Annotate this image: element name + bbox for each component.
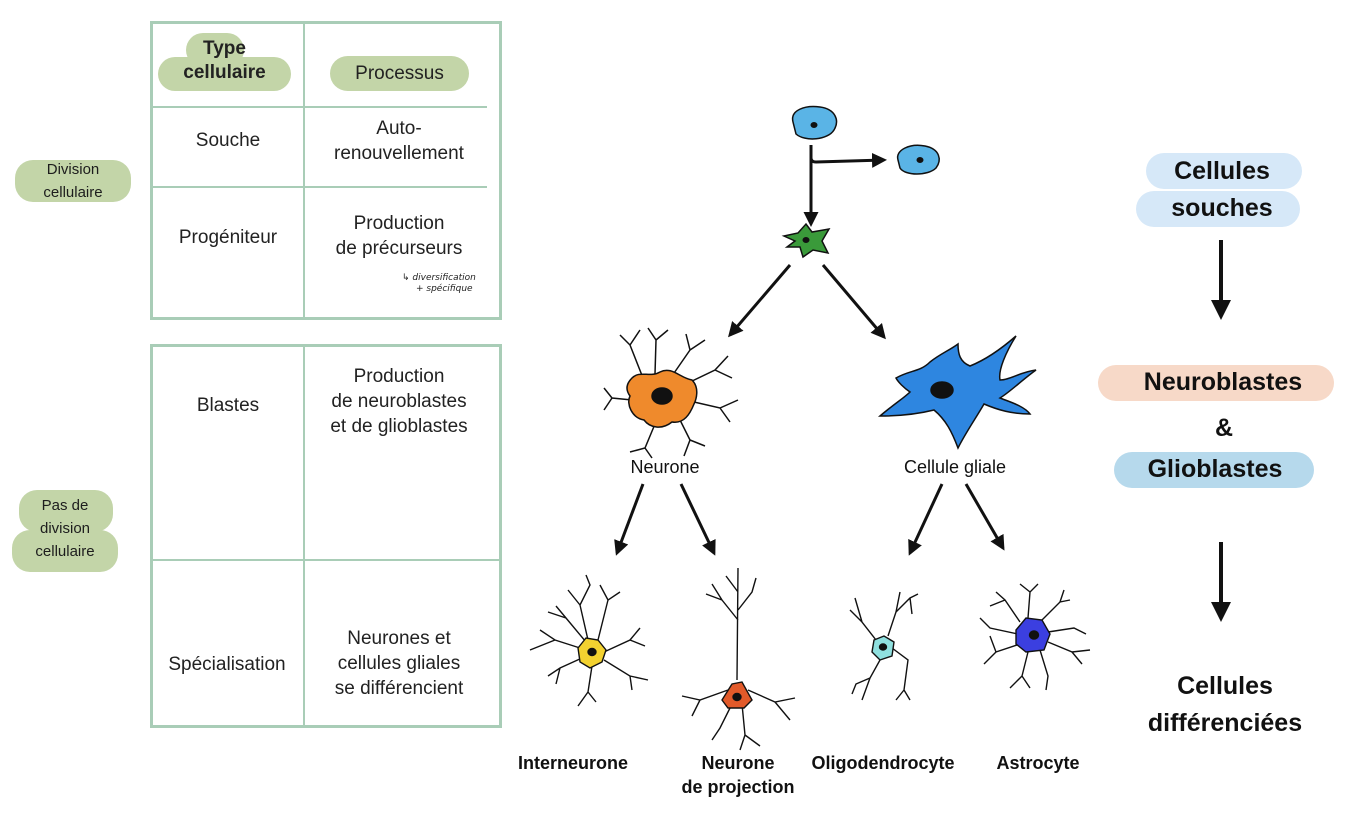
row-progenitor-type: Progéniteur xyxy=(178,227,278,248)
row-specialisation-type: Spécialisation xyxy=(168,654,286,675)
arrow-progenitor-to-neurone xyxy=(728,264,792,338)
no-division-label-pill-bottom xyxy=(12,530,118,572)
header-process: Processus xyxy=(355,63,444,84)
stage-and: & xyxy=(1214,414,1234,442)
division-label: Division cellulaire xyxy=(43,161,103,201)
table-bottom-divider xyxy=(303,347,305,725)
stem-cell-icon xyxy=(791,105,838,140)
row-souche-process: Auto- renouvellement xyxy=(334,118,464,164)
arrow-progenitor-to-glial xyxy=(821,264,886,340)
glial-caption: Cellule gliale xyxy=(903,457,1007,477)
progenitor-cell-icon xyxy=(781,222,831,259)
projection-neuron-caption: Neurone de projection xyxy=(681,753,795,797)
stem-pill-bottom xyxy=(1136,191,1300,227)
stage-differentiated: Cellules différenciées xyxy=(1147,672,1303,737)
arrow-neurone-to-interneurone xyxy=(614,483,645,556)
row-blastes-type: Blastes xyxy=(196,395,260,416)
stage-glioblasts: Glioblastes xyxy=(1147,455,1283,483)
neuroblasts-pill xyxy=(1098,365,1334,401)
arrow-glial-to-oligodendrocyte xyxy=(908,483,944,556)
self-renewal-arrow xyxy=(809,145,887,168)
progenitor-handwritten-note: ↳ diversification + spécifique xyxy=(402,273,476,294)
stem-pill-top xyxy=(1146,153,1302,189)
interneurone-caption: Interneurone xyxy=(517,753,628,773)
oligodendrocyte-caption: Oligodendrocyte xyxy=(811,753,955,773)
astrocyte-icon xyxy=(979,583,1091,691)
row-blastes-process: Production de neuroblastes et de gliobla… xyxy=(330,366,468,437)
stage-stem-cells: Cellules souches xyxy=(1171,157,1273,222)
row-specialisation-process: Neurones et cellules gliales se différen… xyxy=(334,628,464,699)
division-label-pill xyxy=(15,160,131,202)
arrow-glial-to-astrocyte xyxy=(964,483,1005,551)
header-process-pill xyxy=(330,56,469,91)
projection-neuron-icon xyxy=(681,567,796,751)
arrow-neurone-to-projection xyxy=(679,483,716,556)
no-division-label-pill-top xyxy=(19,490,113,532)
glial-cell-icon xyxy=(877,335,1037,450)
header-type-pill-bottom xyxy=(158,57,291,91)
glioblasts-pill xyxy=(1114,452,1314,488)
row-progenitor-process: Production de précurseurs xyxy=(335,213,463,259)
header-type: Type cellulaire xyxy=(183,38,266,83)
row-souche-type: Souche xyxy=(195,130,261,151)
stem-cell-copy-icon xyxy=(896,144,940,175)
table-bottom-row-line xyxy=(153,559,499,561)
table-top-row-line-2 xyxy=(153,186,487,188)
interneurone-icon xyxy=(529,574,649,707)
no-division-label: Pas de division cellulaire xyxy=(35,497,95,560)
astrocyte-caption: Astrocyte xyxy=(996,753,1080,773)
neurone-icon xyxy=(603,327,739,459)
table-top-divider xyxy=(303,24,305,317)
oligodendrocyte-icon xyxy=(849,591,919,701)
neurone-caption: Neurone xyxy=(630,457,700,477)
table-top-row-line-1 xyxy=(153,106,487,108)
table-top xyxy=(150,21,502,320)
stage-neuroblasts: Neuroblastes xyxy=(1143,368,1303,396)
table-bottom xyxy=(150,344,502,728)
